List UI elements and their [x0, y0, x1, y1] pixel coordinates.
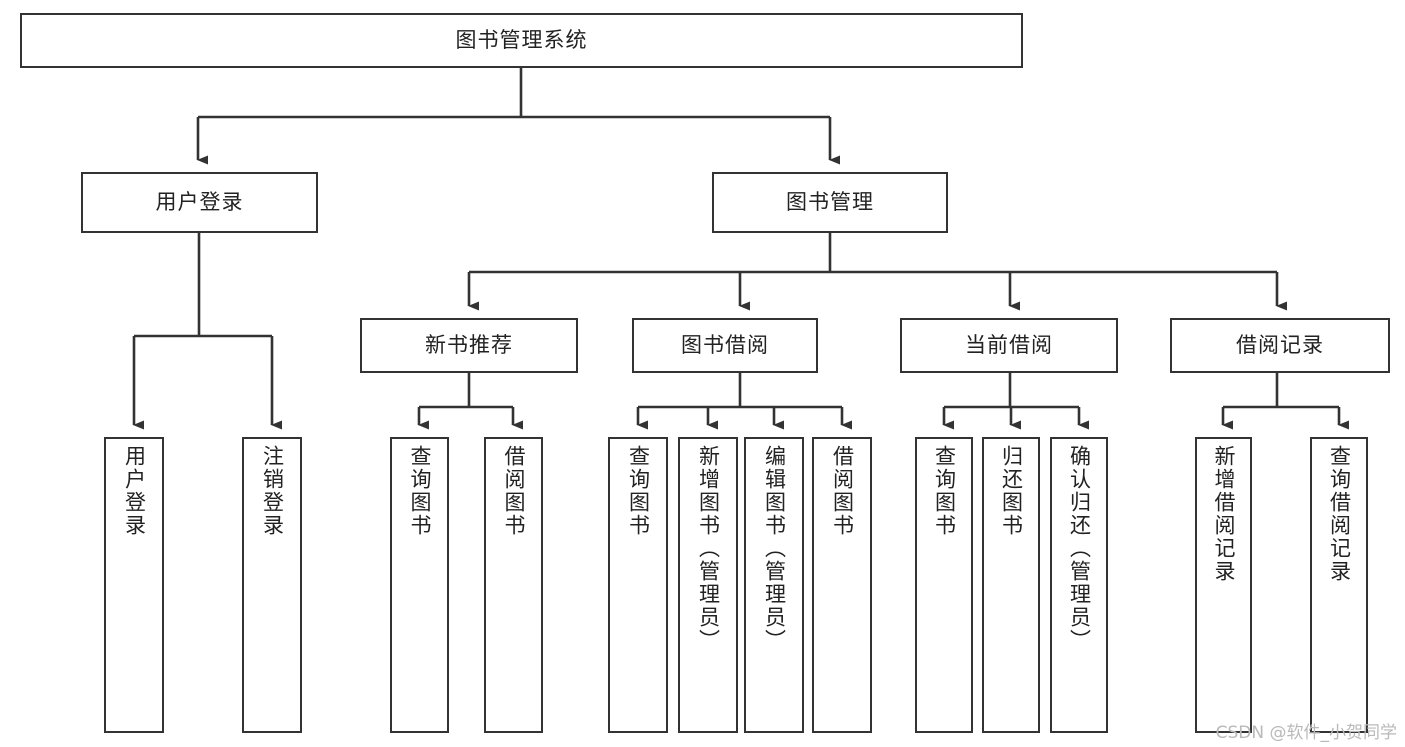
watermark: CSDN @软件_小贺同学	[1215, 723, 1397, 743]
node-leaf-confirm-return-admin[interactable]: 确认归还（管理员）	[1050, 437, 1108, 733]
node-book-borrow[interactable]: 图书借阅	[632, 318, 818, 373]
node-leaf-borrow-book-recommend[interactable]: 借阅图书	[484, 437, 543, 733]
node-leaf-add-book-admin[interactable]: 新增图书（管理员）	[678, 437, 738, 733]
node-label: 归还图书	[999, 445, 1024, 537]
node-user-login[interactable]: 用户登录	[81, 172, 318, 233]
node-label: 图书管理	[786, 189, 874, 214]
node-label: 图书管理系统	[455, 27, 588, 52]
node-borrow-record[interactable]: 借阅记录	[1170, 318, 1390, 373]
node-label: 新增借阅记录	[1211, 445, 1236, 583]
node-label: 查询图书	[407, 445, 432, 537]
node-root-book-management-system[interactable]: 图书管理系统	[20, 13, 1023, 68]
node-leaf-query-book-borrow[interactable]: 查询图书	[608, 437, 668, 733]
connector-userlogin-to-leaves	[132, 233, 282, 430]
node-label: 查询图书	[932, 445, 957, 537]
node-leaf-query-book-current[interactable]: 查询图书	[915, 437, 973, 733]
node-label: 借阅图书	[830, 445, 855, 537]
node-leaf-user-login[interactable]: 用户登录	[104, 437, 164, 733]
node-leaf-edit-book-admin[interactable]: 编辑图书（管理员）	[744, 437, 804, 733]
node-leaf-query-book-recommend[interactable]: 查询图书	[390, 437, 449, 733]
connector-borrowrecord-to-leaves	[1221, 373, 1349, 430]
node-label: 注销登录	[260, 445, 285, 537]
connector-currentborrow-to-leaves	[942, 373, 1089, 430]
node-label: 编辑图书（管理员）	[762, 445, 787, 652]
node-label: 确认归还（管理员）	[1067, 445, 1092, 652]
node-label: 用户登录	[155, 189, 244, 214]
node-new-book-recommend[interactable]: 新书推荐	[360, 318, 578, 373]
node-label: 当前借阅	[965, 332, 1053, 357]
node-label: 借阅图书	[501, 445, 526, 537]
node-label: 图书借阅	[681, 332, 769, 357]
node-label: 查询借阅记录	[1327, 445, 1352, 583]
node-label: 用户登录	[122, 445, 147, 537]
node-leaf-borrow-book[interactable]: 借阅图书	[812, 437, 872, 733]
node-leaf-add-borrow-record[interactable]: 新增借阅记录	[1195, 437, 1252, 733]
connector-newbook-to-leaves	[417, 373, 523, 430]
node-label: 借阅记录	[1236, 332, 1324, 357]
node-leaf-query-borrow-record[interactable]: 查询借阅记录	[1310, 437, 1368, 733]
node-leaf-return-book[interactable]: 归还图书	[982, 437, 1040, 733]
node-label: 新书推荐	[425, 332, 513, 357]
node-current-borrow[interactable]: 当前借阅	[900, 318, 1118, 373]
node-label: 查询图书	[626, 445, 651, 537]
connector-bookmgmt-to-level2	[467, 233, 1287, 311]
node-label: 新增图书（管理员）	[696, 445, 721, 652]
connector-bookborrow-to-leaves	[636, 373, 852, 430]
node-leaf-logout-login[interactable]: 注销登录	[242, 437, 302, 733]
connector-root-to-level1	[196, 67, 840, 165]
node-book-management[interactable]: 图书管理	[712, 172, 948, 233]
